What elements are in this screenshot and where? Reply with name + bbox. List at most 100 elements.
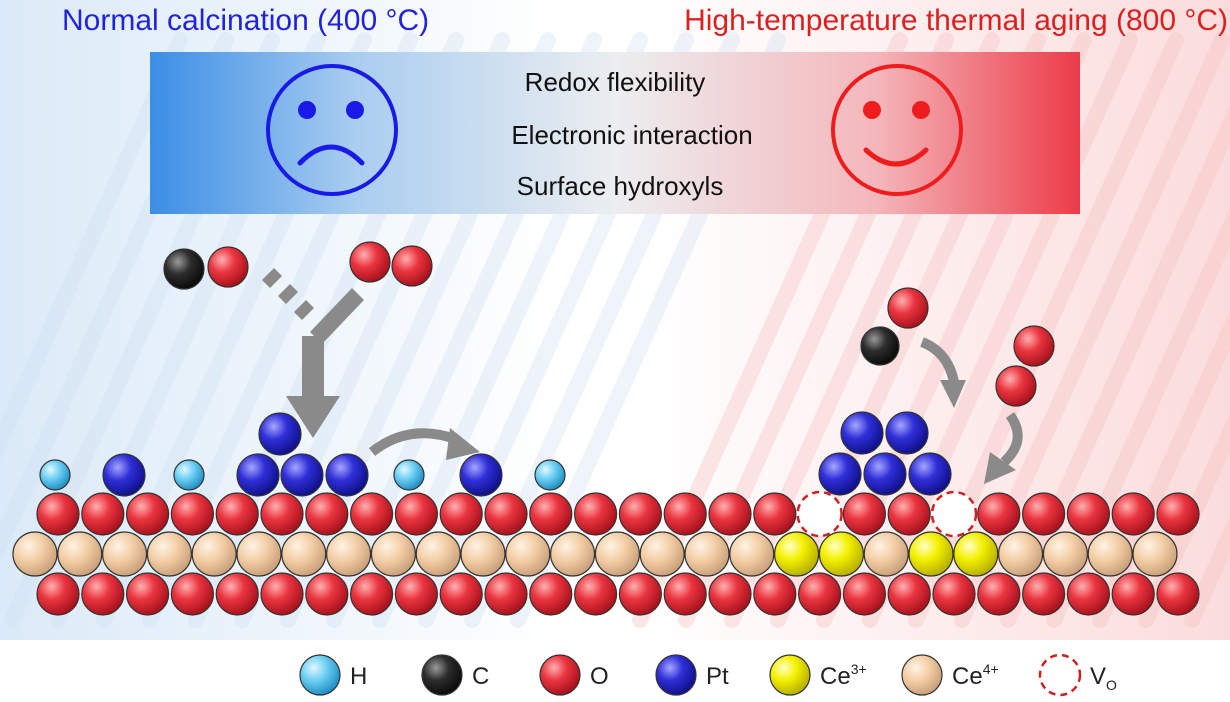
oxygen-atom	[977, 492, 1021, 536]
sad-face-icon	[266, 64, 398, 196]
oxygen-atom	[170, 492, 214, 536]
oxygen-atom	[1111, 572, 1155, 616]
migration-arrow	[368, 428, 480, 460]
hydrogen-atom	[173, 459, 205, 491]
cerium-4plus-atom	[1042, 531, 1089, 577]
oxygen-atom	[797, 572, 842, 616]
oxygen-atom	[1066, 572, 1111, 616]
arrow-head	[286, 396, 340, 438]
oxygen-atom	[207, 246, 249, 288]
legend-item-pt: Pt	[655, 654, 729, 696]
oxygen-vacancy	[796, 490, 843, 538]
arrow-stem	[302, 336, 324, 398]
legend-label: Ce4+	[952, 661, 999, 690]
legend-item-o: O	[539, 654, 609, 696]
platinum-atom	[840, 411, 884, 455]
cerium-4plus-atom	[863, 531, 909, 577]
oxygen-atom	[708, 572, 752, 616]
legend-label: O	[590, 663, 609, 690]
oxygen-atom	[126, 572, 170, 616]
oxygen-vacancy	[930, 490, 978, 538]
cerium-4plus-atom	[639, 531, 685, 577]
cerium-4plus-atom	[684, 531, 730, 577]
happy-face-icon	[831, 64, 963, 196]
cerium-4plus-atom	[57, 531, 103, 577]
oxygen-atom	[260, 492, 304, 536]
oxygen-atom	[663, 492, 707, 536]
legend-label: VO	[1090, 663, 1117, 693]
oxygen-atom	[484, 572, 528, 616]
platinum-atom	[885, 411, 929, 455]
oxygen-atom	[1021, 572, 1066, 616]
legend-item-c: C	[421, 654, 489, 696]
platinum-atom	[325, 453, 369, 497]
legend-item-ce3: Ce3+	[769, 654, 867, 696]
adsorption-arrow	[262, 268, 364, 438]
legend-item-vo: VO	[1038, 653, 1117, 697]
property-hydroxyls: Surface hydroxyls	[517, 171, 724, 201]
legend-label: Pt	[706, 663, 729, 690]
legend: H C O Pt Ce3+ Ce4+ VO	[299, 653, 1117, 697]
cerium-4plus-atom	[997, 531, 1044, 577]
oxygen-atom	[350, 492, 394, 536]
legend-swatch	[655, 654, 697, 696]
platinum-atom	[280, 453, 324, 497]
dashed-arm	[262, 268, 314, 320]
oxygen-atom	[484, 492, 528, 536]
legend-swatch	[539, 654, 581, 696]
title-left: Normal calcination (400 °C)	[62, 4, 429, 37]
oxygen-atom	[394, 492, 438, 536]
cerium-4plus-atom	[101, 531, 148, 577]
cerium-3plus-atom	[818, 531, 865, 577]
oxygen-atom	[932, 572, 976, 616]
platinum-atom	[818, 452, 862, 496]
oxygen-atom	[36, 492, 80, 536]
platinum-atom	[908, 452, 952, 496]
cerium-3plus-atom	[773, 531, 820, 577]
oxygen-atom	[573, 492, 618, 536]
carbon-atom	[860, 326, 900, 366]
brush-stroke-blue	[0, 32, 188, 462]
oxygen-atom	[618, 572, 663, 616]
legend-swatch	[769, 654, 811, 696]
cerium-4plus-atom	[505, 531, 551, 577]
platinum-atom	[459, 453, 503, 497]
atoms-layer	[12, 241, 1200, 616]
oxygen-atom	[81, 492, 125, 536]
legend-label: C	[472, 663, 489, 690]
oxygen-atom	[305, 572, 349, 616]
oxygen-atom	[1066, 492, 1111, 536]
oxygen-atom	[81, 572, 125, 616]
oxygen-atom	[1013, 325, 1055, 367]
legend-swatch	[901, 654, 943, 696]
cerium-4plus-atom	[236, 531, 282, 577]
co-approach-arrow	[919, 337, 966, 408]
legend-swatch	[421, 654, 463, 696]
oxygen-atom	[170, 572, 214, 616]
oxygen-atom	[350, 572, 394, 616]
oxygen-atom	[36, 572, 80, 616]
oxygen-atom	[126, 492, 170, 536]
cerium-4plus-atom	[191, 531, 237, 577]
oxygen-atom	[753, 492, 797, 536]
oxygen-atom	[1156, 492, 1200, 536]
oxygen-atom	[663, 572, 707, 616]
oxygen-atom	[1021, 492, 1066, 536]
oxygen-atom	[573, 572, 618, 616]
solid-arm	[310, 288, 364, 344]
platinum-atom	[236, 453, 280, 497]
cerium-4plus-atom	[146, 531, 192, 577]
oxygen-atom	[887, 572, 931, 616]
oxygen-atom	[529, 492, 573, 536]
cerium-4plus-atom	[12, 531, 58, 577]
legend-label: H	[350, 663, 367, 690]
cerium-4plus-atom	[549, 531, 596, 577]
oxygen-atom	[1111, 492, 1155, 536]
oxygen-atom	[391, 245, 433, 287]
property-electronic: Electronic interaction	[511, 120, 752, 150]
legend-swatch	[299, 654, 341, 696]
legend-item-ce4: Ce4+	[901, 654, 999, 696]
hydrogen-atom	[39, 459, 71, 491]
hydrogen-atom	[534, 459, 566, 491]
